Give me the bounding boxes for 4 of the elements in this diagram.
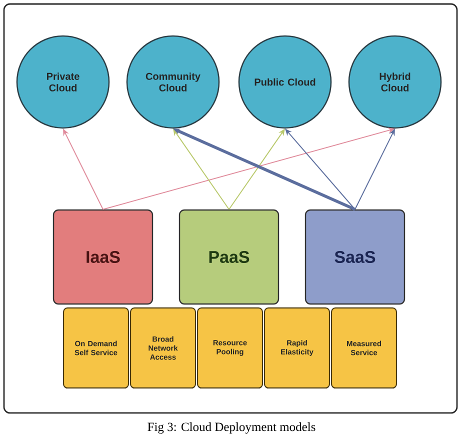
service-box: SaaS (304, 209, 406, 305)
service-box: PaaS (178, 209, 280, 305)
caption: Fig 3: Cloud Deployment models (148, 422, 316, 434)
service-box: IaaS (52, 209, 154, 305)
